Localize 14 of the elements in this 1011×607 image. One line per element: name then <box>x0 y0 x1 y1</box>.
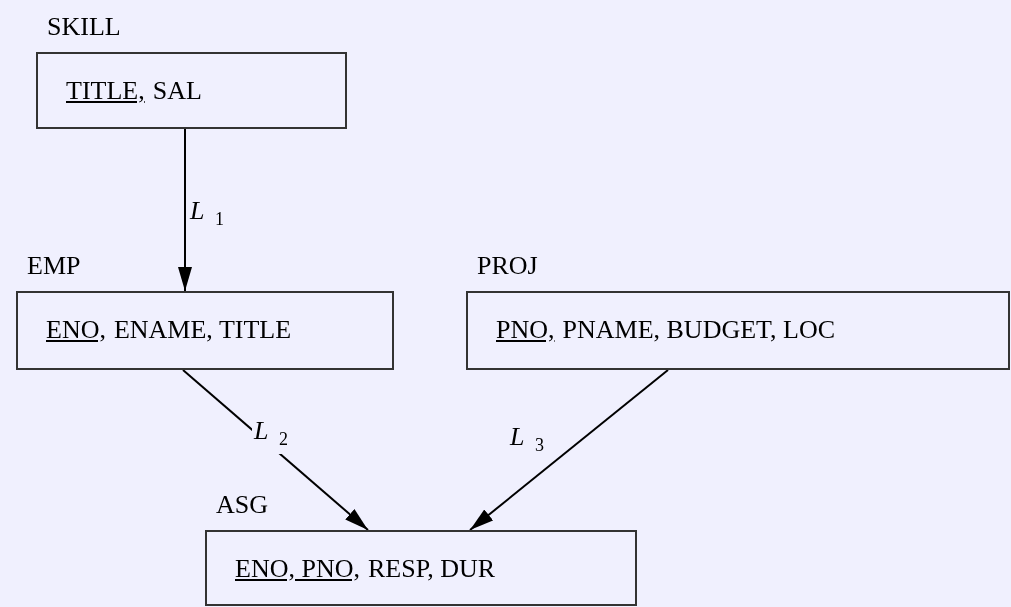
arrow <box>178 128 192 292</box>
arrow <box>469 369 669 531</box>
table-name: PROJ <box>477 251 538 281</box>
key-attributes: ENO, PNO, <box>235 554 360 584</box>
attribute-list: PNAME, BUDGET, LOC <box>562 315 836 345</box>
attribute-list: ENAME, TITLE <box>113 315 292 345</box>
key-attributes: ENO, <box>46 315 106 345</box>
attribute-list: SAL <box>152 76 202 106</box>
table-name: SKILL <box>47 12 121 42</box>
table-name: ASG <box>216 490 268 520</box>
table-name: EMP <box>27 251 81 281</box>
key-attributes: TITLE, <box>66 76 145 106</box>
key-attributes: PNO, <box>496 315 555 345</box>
attribute-list: RESP, DUR <box>367 554 496 584</box>
